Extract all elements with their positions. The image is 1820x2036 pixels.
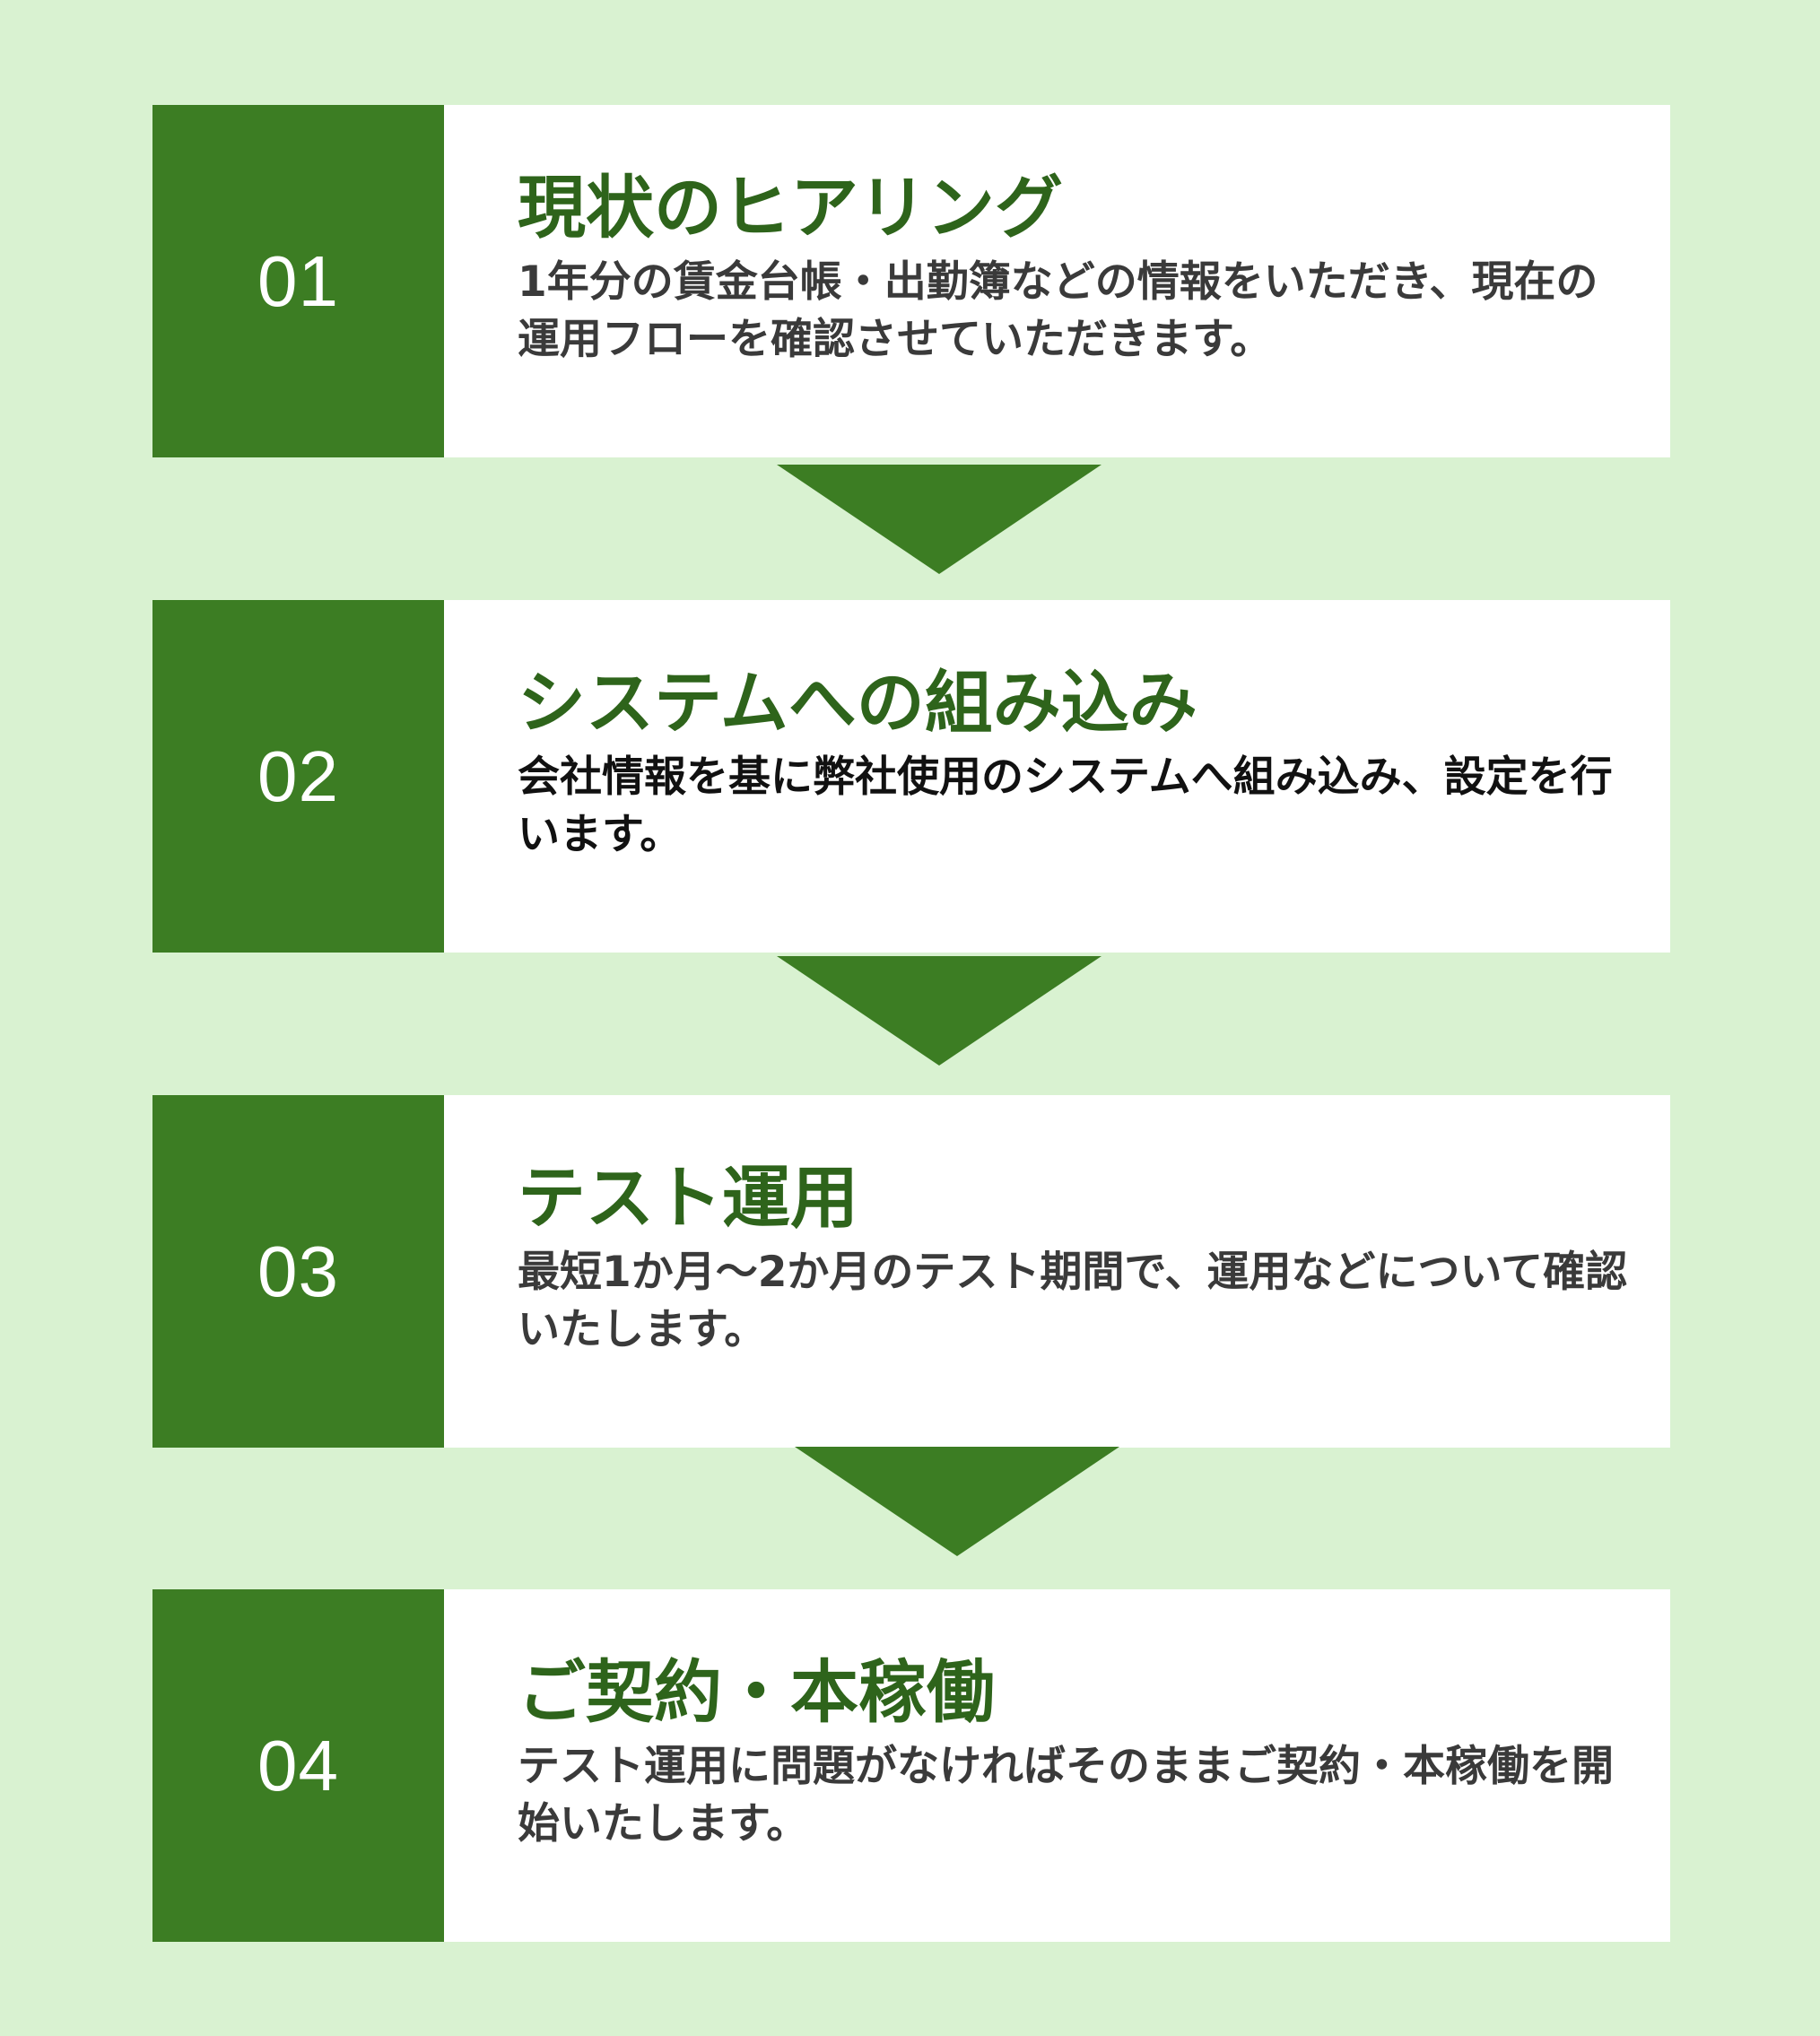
step-title: システムへの組み込み xyxy=(518,663,1197,743)
step-description: テスト運用に問題がなければそのままご契約・本稼働を開始いたします。 xyxy=(518,1742,1614,1849)
step-description: 会社情報を基に弊社使用のシステムへ組み込み、設定を行います。 xyxy=(518,753,1613,859)
down-arrow-icon xyxy=(777,465,1102,574)
step-4: 04 ご契約・本稼働 テスト運用に問題がなければそのままご契約・本稼働を開始いた… xyxy=(152,1589,1670,1942)
step-number: 03 xyxy=(152,1095,444,1448)
step-3: 03 テスト運用 最短1か月～2か月のテスト期間で、運用などについて確認いたしま… xyxy=(152,1095,1670,1448)
step-2: 02 システムへの組み込み 会社情報を基に弊社使用のシステムへ組み込み、設定を行… xyxy=(152,600,1670,953)
down-arrow-icon xyxy=(777,956,1102,1066)
step-title: テスト運用 xyxy=(518,1158,858,1238)
step-body: テスト運用 最短1か月～2か月のテスト期間で、運用などについて確認いたします。 xyxy=(444,1095,1670,1448)
down-arrow-icon xyxy=(795,1447,1119,1556)
step-body: 現状のヒアリング 1年分の賃金台帳・出勤簿などの情報をいただき、現在の運用フロー… xyxy=(444,105,1670,457)
step-number: 01 xyxy=(152,105,444,457)
step-number: 04 xyxy=(152,1589,444,1942)
step-body: システムへの組み込み 会社情報を基に弊社使用のシステムへ組み込み、設定を行います… xyxy=(444,600,1670,953)
step-description: 1年分の賃金台帳・出勤簿などの情報をいただき、現在の運用フローを確認させていただ… xyxy=(518,257,1598,364)
step-description: 最短1か月～2か月のテスト期間で、運用などについて確認いたします。 xyxy=(518,1248,1628,1354)
step-title: 現状のヒアリング xyxy=(518,168,1063,248)
step-body: ご契約・本稼働 テスト運用に問題がなければそのままご契約・本稼働を開始いたします… xyxy=(444,1589,1670,1942)
step-number: 02 xyxy=(152,600,444,953)
step-1: 01 現状のヒアリング 1年分の賃金台帳・出勤簿などの情報をいただき、現在の運用… xyxy=(152,105,1670,457)
step-title: ご契約・本稼働 xyxy=(518,1652,995,1732)
